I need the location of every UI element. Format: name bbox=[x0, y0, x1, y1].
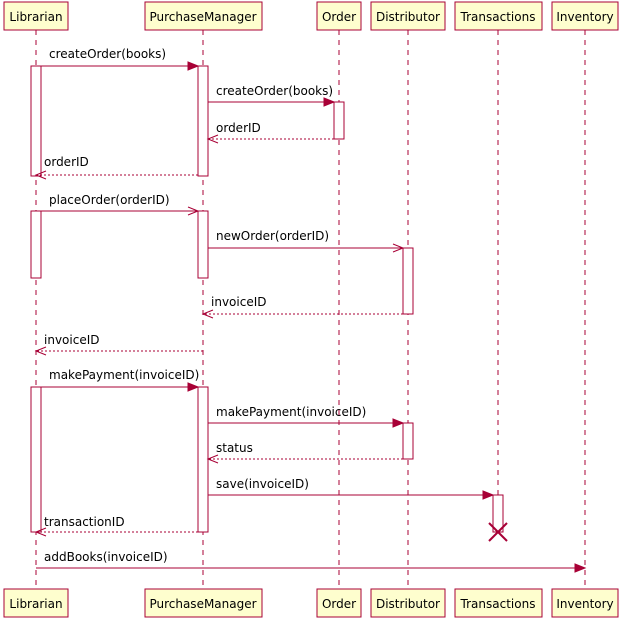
participant-box-bottom bbox=[316, 588, 362, 618]
activation-bar bbox=[197, 386, 209, 533]
arrowhead-open bbox=[34, 170, 47, 180]
participant-label-top: Librarian bbox=[9, 10, 62, 24]
activation-bar bbox=[30, 65, 42, 177]
message-label: invoiceID bbox=[44, 333, 99, 347]
participant-box-top bbox=[551, 1, 619, 31]
participant-box-top bbox=[454, 1, 543, 31]
participant-label-bottom: Transactions bbox=[460, 597, 536, 611]
activation-bar bbox=[30, 210, 42, 279]
message-label: makePayment(invoiceID) bbox=[49, 368, 199, 382]
participant-label-bottom: Inventory bbox=[556, 597, 613, 611]
activation-bar bbox=[197, 210, 209, 279]
message-label: placeOrder(orderID) bbox=[49, 193, 170, 207]
arrowhead-open bbox=[206, 134, 219, 144]
message-label: save(invoiceID) bbox=[216, 477, 309, 491]
arrowhead-open bbox=[34, 527, 47, 537]
activation-bar bbox=[402, 422, 414, 460]
participant-label-top: Transactions bbox=[460, 10, 536, 24]
message-label: status bbox=[216, 441, 253, 455]
message-label: newOrder(orderID) bbox=[216, 229, 329, 243]
participant-label-bottom: PurchaseManager bbox=[149, 597, 256, 611]
message-label: addBooks(invoiceID) bbox=[44, 550, 168, 564]
message-label: orderID bbox=[216, 121, 261, 135]
arrowhead-filled bbox=[323, 97, 336, 107]
message-label: createOrder(books) bbox=[49, 47, 166, 61]
arrowhead-filled bbox=[392, 418, 405, 428]
participant-box-top bbox=[370, 1, 446, 31]
participant-box-bottom bbox=[3, 588, 69, 618]
participant-label-top: PurchaseManager bbox=[149, 10, 256, 24]
message-label: makePayment(invoiceID) bbox=[216, 405, 366, 419]
message-label: invoiceID bbox=[211, 295, 266, 309]
arrowhead-filled bbox=[574, 563, 587, 573]
message-label: createOrder(books) bbox=[216, 84, 333, 98]
activation-bar bbox=[30, 386, 42, 533]
participant-box-bottom bbox=[551, 588, 619, 618]
arrowhead-filled bbox=[482, 490, 495, 500]
activation-bar bbox=[197, 65, 209, 177]
participant-label-top: Inventory bbox=[556, 10, 613, 24]
participant-label-top: Distributor bbox=[376, 10, 440, 24]
activation-bar bbox=[492, 494, 504, 533]
activation-bar bbox=[402, 247, 414, 315]
destroy-mark bbox=[488, 522, 508, 542]
participant-box-bottom bbox=[454, 588, 543, 618]
arrowhead-open bbox=[34, 346, 47, 356]
participant-box-bottom bbox=[144, 588, 263, 618]
arrowhead-filled bbox=[187, 61, 200, 71]
message-label: orderID bbox=[44, 155, 89, 169]
participant-label-bottom: Librarian bbox=[9, 597, 62, 611]
participant-label-top: Order bbox=[322, 10, 356, 24]
message-label: transactionID bbox=[44, 515, 125, 529]
arrowhead-open bbox=[201, 309, 214, 319]
arrowhead-open bbox=[187, 206, 200, 216]
participant-box-top bbox=[144, 1, 263, 31]
arrowhead-open bbox=[392, 243, 405, 253]
participant-box-top bbox=[3, 1, 69, 31]
participant-box-top bbox=[316, 1, 362, 31]
arrowhead-open bbox=[206, 454, 219, 464]
participant-label-bottom: Order bbox=[322, 597, 356, 611]
participant-box-bottom bbox=[370, 588, 446, 618]
participant-label-bottom: Distributor bbox=[376, 597, 440, 611]
activation-bar bbox=[333, 101, 345, 140]
arrowhead-filled bbox=[187, 382, 200, 392]
